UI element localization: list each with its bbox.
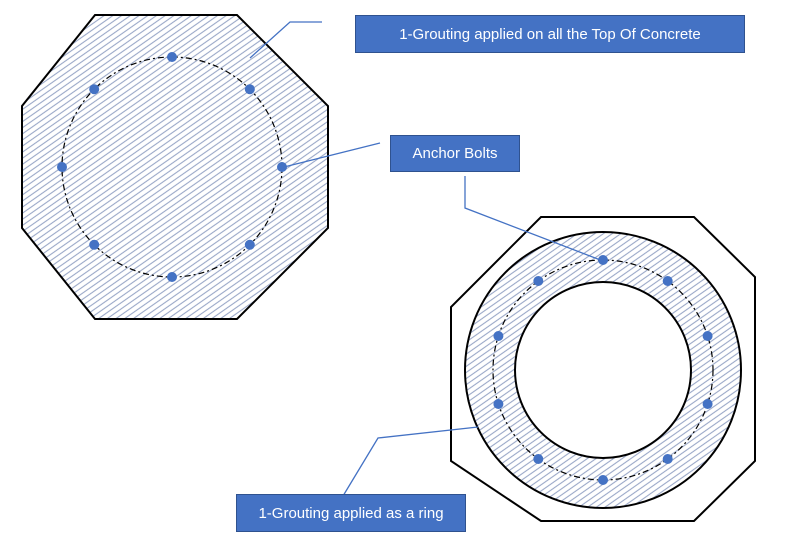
grout-ring-inner-edge [514, 281, 692, 459]
anchor-bolt [533, 454, 544, 464]
anchor-bolt [57, 162, 67, 172]
anchor-bolt-group [57, 52, 287, 282]
anchor-bolt [89, 84, 100, 95]
callout-top-of-concrete: 1-Grouting applied on all the Top Of Con… [355, 15, 745, 53]
leader-line-anchor-bolts-right [464, 176, 604, 262]
anchor-bolt [662, 276, 673, 286]
callout-ring-grout: 1-Grouting applied as a ring [236, 494, 466, 532]
leader-line-ring [342, 426, 479, 497]
callout-ring-grout-label: 1-Grouting applied as a ring [258, 504, 444, 522]
anchor-bolt [167, 272, 177, 282]
anchor-bolt [244, 84, 255, 95]
anchor-bolt [493, 399, 504, 409]
anchor-bolt [702, 399, 713, 409]
callout-anchor-bolts: Anchor Bolts [390, 135, 520, 172]
full-grout-foundation [21, 14, 329, 320]
anchor-bolt [533, 276, 544, 286]
anchor-bolt [167, 52, 177, 62]
anchor-bolt [493, 331, 504, 341]
anchor-bolt [598, 255, 608, 265]
leader-line-top-of-concrete [249, 21, 322, 59]
callout-anchor-bolts-label: Anchor Bolts [412, 145, 498, 162]
leader-line-anchor-bolts-left [283, 142, 381, 168]
anchor-bolt [244, 239, 255, 250]
anchor-bolt [89, 239, 100, 250]
callout-top-of-concrete-label: 1-Grouting applied on all the Top Of Con… [399, 25, 701, 43]
anchor-bolt [277, 162, 287, 172]
ring-grout-foundation [450, 216, 756, 522]
anchor-bolt [702, 331, 713, 341]
anchor-bolt [662, 454, 673, 464]
anchor-bolt-group [493, 255, 713, 485]
anchor-bolt [598, 475, 608, 485]
